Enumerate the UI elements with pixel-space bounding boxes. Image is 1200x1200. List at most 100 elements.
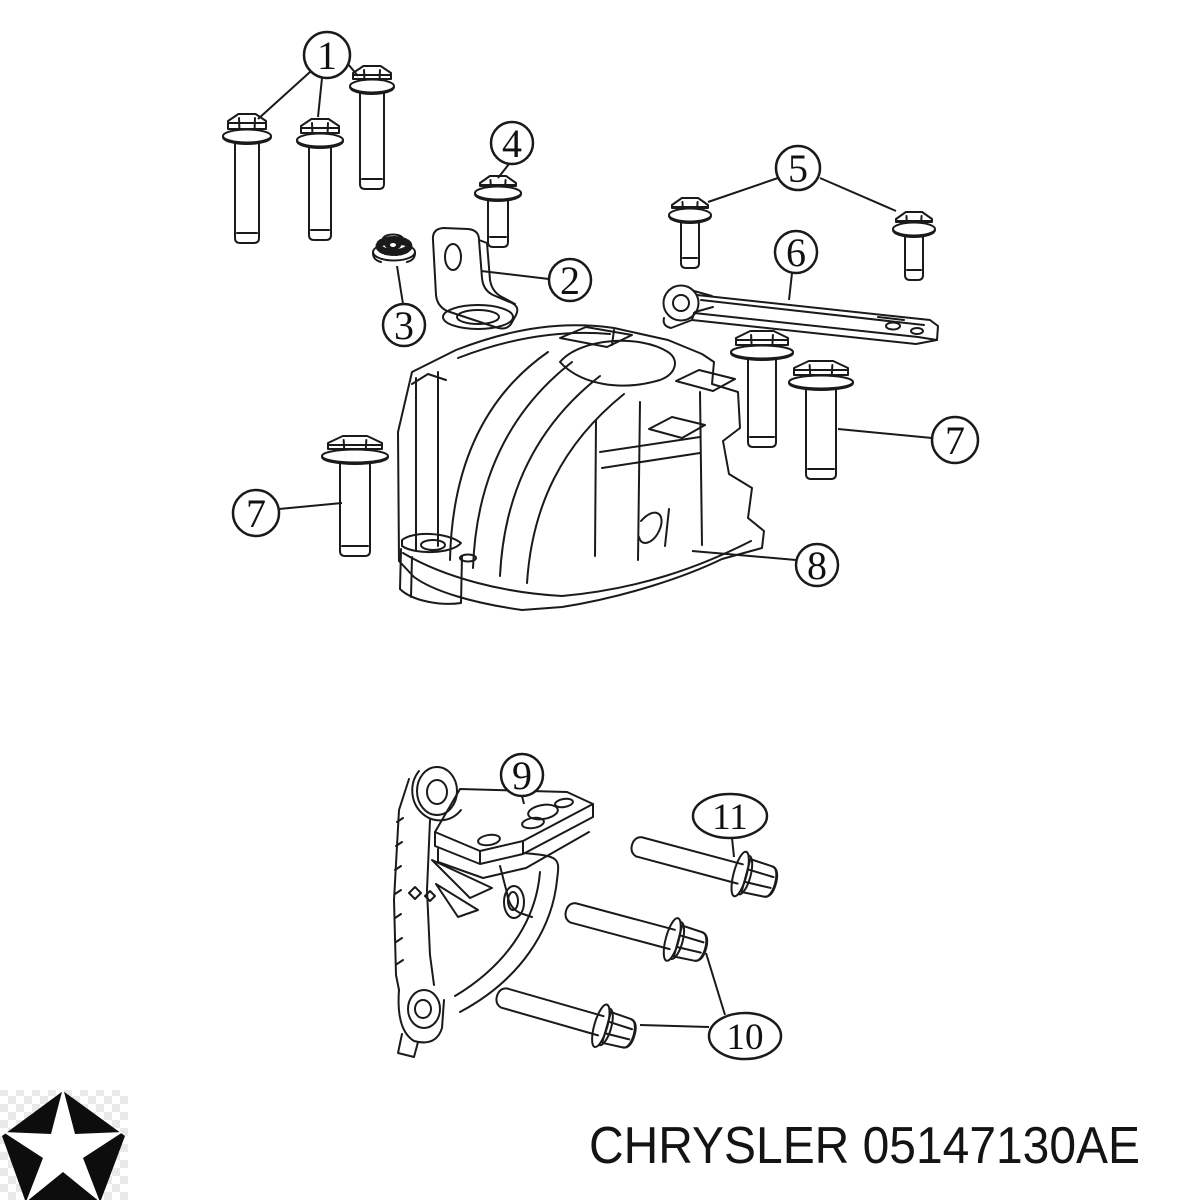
bracket9-clevis [499,865,533,918]
mount-outline [397,324,765,611]
bolt-11 [630,836,779,898]
bolt-shaft [495,987,605,1037]
callout-number: 3 [394,303,414,348]
strut-arm [693,294,939,341]
mount-foot-pad [401,532,462,554]
bolt-shaft [747,357,777,448]
bolt-head-facets [671,201,709,209]
caption-text: CHRYSLER 05147130AE [589,1117,1140,1175]
bracket9-hole [477,833,501,847]
bolt-shaft [487,198,509,248]
callout-leader-line [480,270,550,280]
bolt-flange-edge [598,1007,614,1047]
bolt-7b [788,360,854,480]
mount-top-tab [559,326,633,348]
bracket9-top-eye-bore [426,779,448,805]
bracket9-bottom-eye [407,989,441,1029]
bolt-3 [349,65,395,190]
bracket9-hole [521,816,545,830]
bolt-flange-edge [670,921,686,960]
strut-eye-outer [662,284,700,322]
bracket-slot [444,243,462,271]
callout-3: 3 [381,265,427,348]
bolt-flange-edge [321,456,389,465]
bolt-head [227,113,267,130]
bolt-head [793,360,849,376]
callout-leader-line [347,63,359,77]
mount-right-tab [675,369,736,392]
bracket-foot-pad [442,304,514,330]
callout-bubble [691,792,769,840]
callout-number: 7 [945,418,965,463]
bolt-head-facets [895,215,933,223]
bolt-flange-edge [892,229,936,238]
callout-bubble [499,752,545,798]
bolt-head-facets [327,439,383,450]
callout-bubble [707,1011,783,1061]
mount-band-lines [599,436,701,469]
bolt-head-facets [300,122,340,134]
mount-right-tab-2 [648,416,706,439]
bolt-flange-edge [296,140,344,149]
callout-leader-line [705,952,726,1016]
bolt-5a [668,197,712,269]
callout-bubble [774,144,822,192]
bracket-foot-hole [456,309,500,325]
callout-11: 11 [691,792,769,858]
mount-top-cavity [559,339,676,387]
callout-bubble [773,229,819,275]
bolt-flange-edge [737,854,754,896]
strut-eye-slot [693,290,714,313]
callout-bubble [489,120,535,166]
mount-cast-marks [638,508,670,547]
bolt-head [735,330,789,346]
callout-4: 4 [489,120,535,179]
callout-7: 7 [231,488,343,538]
mount-foot-hole-2 [459,553,477,563]
callout-10: 10 [639,952,783,1061]
bolt-head-facets [743,865,778,898]
chrysler-pentastar-logo [0,1088,128,1200]
callout-6: 6 [773,229,819,301]
callout-leader-line [837,428,933,439]
bolt-head [327,435,383,450]
callout-leader-line [396,265,404,305]
nut-bore-center [390,243,396,247]
nut-flange-skirt [372,252,416,263]
bracket9-edge-hatch [394,817,404,965]
callout-leader-line [691,550,797,561]
mount-base-rim [402,540,752,597]
callout-bubble [794,542,840,588]
callout-number: 5 [788,146,808,191]
callout-leader-line [317,77,323,118]
bolt-flange-edge [668,215,712,224]
callout-leader-line [788,272,793,301]
bolt-head-facets [793,364,849,376]
mount-rib [472,361,573,569]
bracket9-clevis-bore [507,891,519,911]
bolt-5b [892,211,936,281]
lower-bracket [393,766,594,1058]
callout-leader-line [707,177,779,203]
bracket9-plate-thickness [434,803,594,865]
bolt-flange-edge [788,382,854,391]
mount-left-post [411,371,447,551]
fasteners [222,65,936,1049]
engine-mount [397,324,765,611]
bracket9-web-sweep [459,852,560,1013]
bracket9-boss [397,989,445,1044]
callout-number: 9 [512,753,532,798]
mount-rib [526,393,625,584]
bracket9-bottom-eye-bore [414,999,432,1019]
bolt-shaft [234,141,260,244]
callout-bubble [930,415,980,465]
callout-number: 1 [317,33,337,78]
callout-number: 10 [727,1017,764,1058]
bolt-flange-edge [730,352,794,361]
mount-top-ridge [457,331,611,359]
bolt-7a [321,435,389,557]
bolt-shaft [308,145,332,241]
upper-bracket [431,227,519,330]
callout-leader-line [521,795,525,805]
